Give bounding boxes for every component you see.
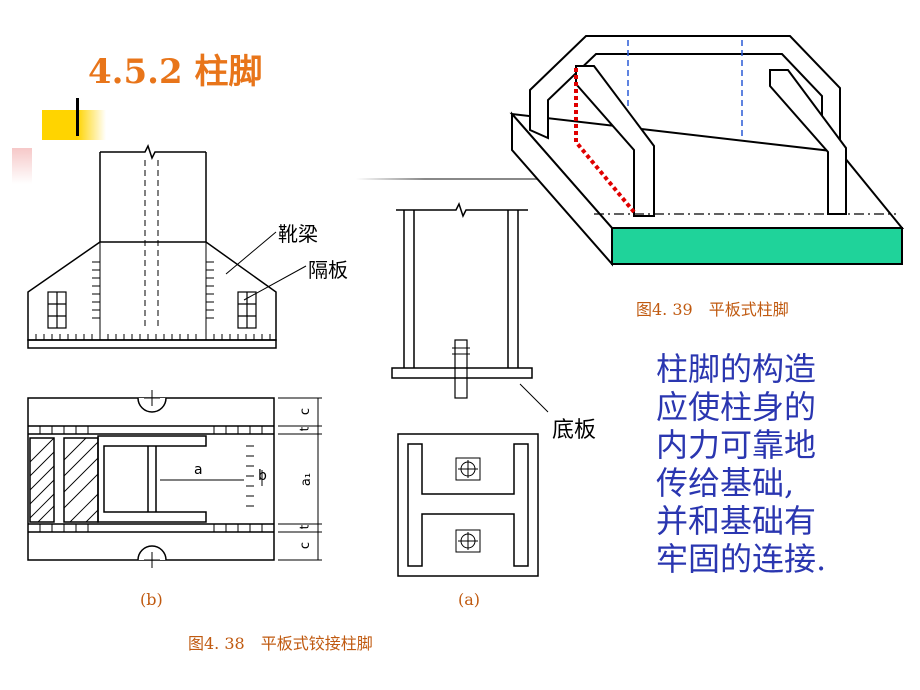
plan-view-b (27, 390, 322, 568)
caption-fig-4-39: 图4. 39 平板式柱脚 (636, 300, 789, 319)
note-line: 应使柱身的 (656, 388, 817, 426)
dim-label-c-top: c (298, 407, 314, 416)
hinged-base-plan-view (397, 433, 539, 577)
label-diaphragm: 隔板 (308, 258, 348, 282)
label-base-plate: 底板 (552, 418, 597, 443)
subfigure-label-a: (a) (458, 590, 481, 609)
dim-label-c-bot: c (298, 541, 314, 550)
dim-label-t-bot: t (297, 524, 312, 530)
column-base-3d-view (509, 35, 905, 267)
note-line: 柱脚的构造 (656, 350, 817, 388)
dim-label-t-top: t (297, 426, 312, 432)
title-marker-yellow (42, 110, 106, 140)
hinged-base-side-view (391, 202, 549, 413)
title-marker-line (76, 98, 79, 136)
title-marker-pink (12, 148, 32, 184)
note-line: 内力可靠地 (656, 426, 817, 464)
subfigure-label-b: (b) (140, 590, 163, 609)
label-boot-beam: 靴梁 (278, 222, 318, 246)
note-line: 传给基础, (656, 464, 795, 502)
note-line: 并和基础有 (656, 502, 817, 540)
dim-label-b: b (258, 468, 267, 484)
elevation-view (27, 144, 307, 349)
3d-view-dashed-lines (574, 40, 743, 214)
dim-label-a1: a₁ (299, 472, 315, 487)
page-title: 4.5.2 柱脚 (88, 52, 263, 92)
explanation-text: 柱脚的构造 应使柱身的 内力可靠地 传给基础, 并和基础有 牢固的连接. (656, 350, 906, 578)
note-line: 牢固的连接. (656, 540, 827, 578)
dim-label-a: a (194, 462, 203, 478)
divider-line (356, 178, 586, 180)
caption-fig-4-38: 图4. 38 平板式铰接柱脚 (188, 634, 373, 653)
